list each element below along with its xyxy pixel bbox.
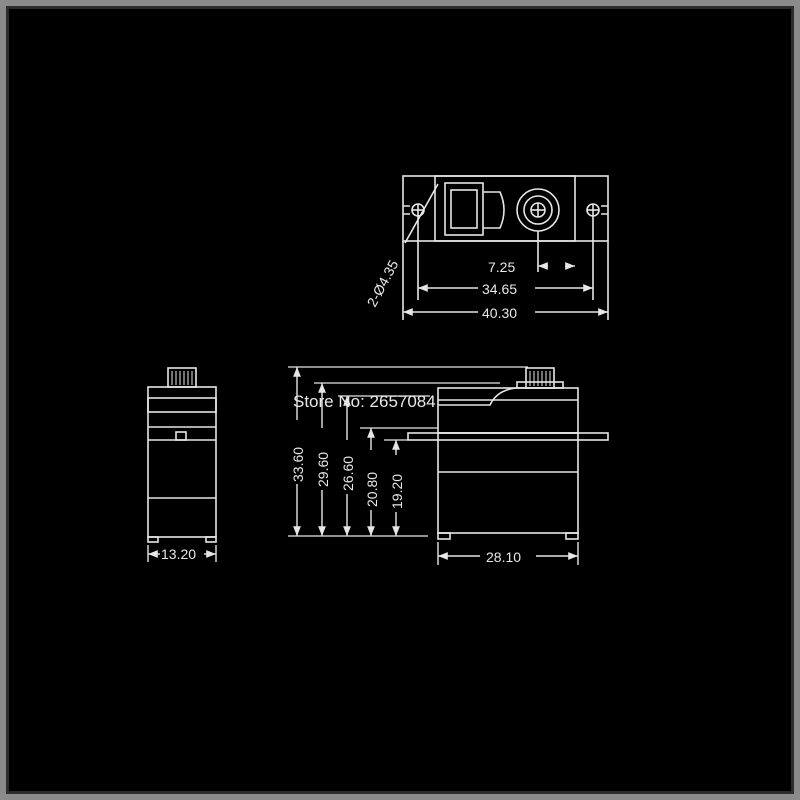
dim-horn-offset-label: 7.25 [488,259,515,275]
front-view-horn-base [516,381,564,389]
slot-right [601,205,608,215]
side-view-foot-left [147,536,159,543]
side-view-notch [175,431,187,441]
dim-flange-top-height-label: 20.80 [364,472,380,507]
front-view-lower-case [437,432,579,534]
hole-leader-line [404,183,439,244]
store-watermark: Store No: 2657084 [293,392,436,411]
front-view-foot-right [565,532,579,540]
gear-housing-inner [450,189,478,229]
top-view-mount-flange [402,175,609,242]
dim-body-length-label: 28.10 [486,549,521,565]
dim-flange-height-label: 19.20 [389,474,405,509]
front-view-upper-case [437,387,579,434]
dim-horn-base-height-label: 26.60 [340,456,356,491]
housing-bridge [483,191,505,229]
inner-frame [6,6,794,794]
dim-mount-spacing-label: 34.65 [482,281,517,297]
output-shaft-middle [523,195,553,225]
side-view-dims [147,545,217,562]
side-view-spline [167,367,197,388]
top-view-case [434,175,576,242]
front-view-dims [437,542,579,565]
side-view-case [147,386,217,538]
front-view [407,367,609,540]
slot-left [403,205,410,215]
dim-side-width-label: 13.20 [161,546,196,562]
front-view-gear-bump [438,387,517,406]
top-view-dims [403,262,608,316]
top-view [402,175,609,320]
dim-hole-spec-label: 2-Ø4.35 [364,257,402,309]
side-view-top-band [147,397,217,413]
dim-case-top-height-label: 29.60 [315,452,331,487]
side-view [147,367,217,543]
front-view-foot-left [437,532,451,540]
dim-overall-length-label: 40.30 [482,305,517,321]
dim-total-height-label: 33.60 [290,447,306,482]
height-dimension-lines [293,367,400,536]
side-view-foot-right [205,536,217,543]
gear-housing-outer [444,182,484,236]
